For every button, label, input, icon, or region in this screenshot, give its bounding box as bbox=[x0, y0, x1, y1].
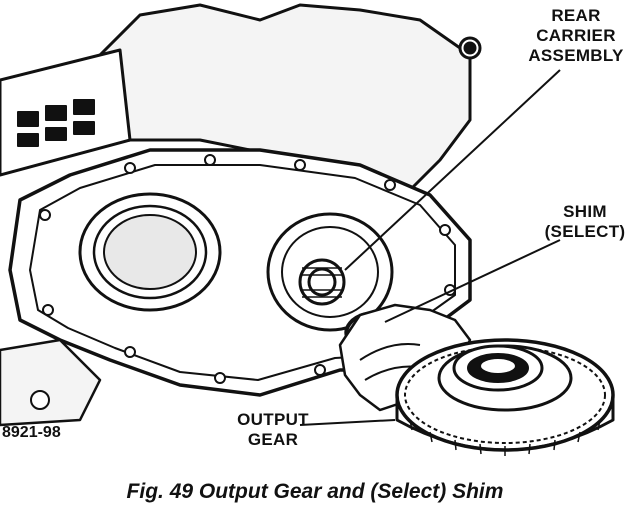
label-shim-select: SHIM (SELECT) bbox=[540, 202, 630, 242]
label-line: SHIM bbox=[563, 202, 607, 221]
lower-bracket bbox=[0, 338, 102, 427]
leader-rear-carrier bbox=[344, 69, 561, 271]
label-line: (SELECT) bbox=[544, 222, 626, 241]
label-line: REAR bbox=[551, 6, 601, 25]
flange-bolts bbox=[39, 154, 456, 384]
label-line: GEAR bbox=[247, 430, 299, 449]
label-output-gear: OUTPUT GEAR bbox=[228, 410, 318, 450]
leader-shim bbox=[384, 239, 561, 323]
figure-number: 8921-98 bbox=[2, 424, 61, 441]
label-line: CARRIER bbox=[536, 26, 616, 45]
label-line: ASSEMBLY bbox=[528, 46, 624, 65]
label-line: OUTPUT bbox=[237, 410, 309, 429]
label-rear-carrier-assembly: REAR CARRIER ASSEMBLY bbox=[522, 6, 630, 66]
leader-output-gear bbox=[299, 419, 396, 426]
figure-caption: Fig. 49 Output Gear and (Select) Shim bbox=[126, 480, 504, 503]
